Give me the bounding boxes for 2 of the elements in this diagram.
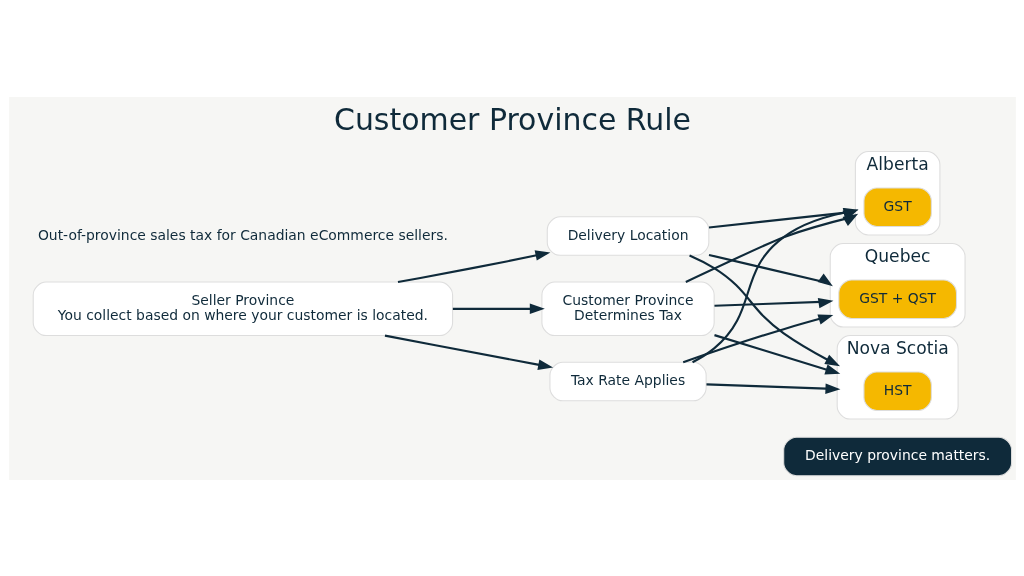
label: Out-of-province sales tax for Canadian eCommerce sellers. <box>37 226 448 243</box>
diagram-title: Customer Province Rule <box>333 101 691 137</box>
